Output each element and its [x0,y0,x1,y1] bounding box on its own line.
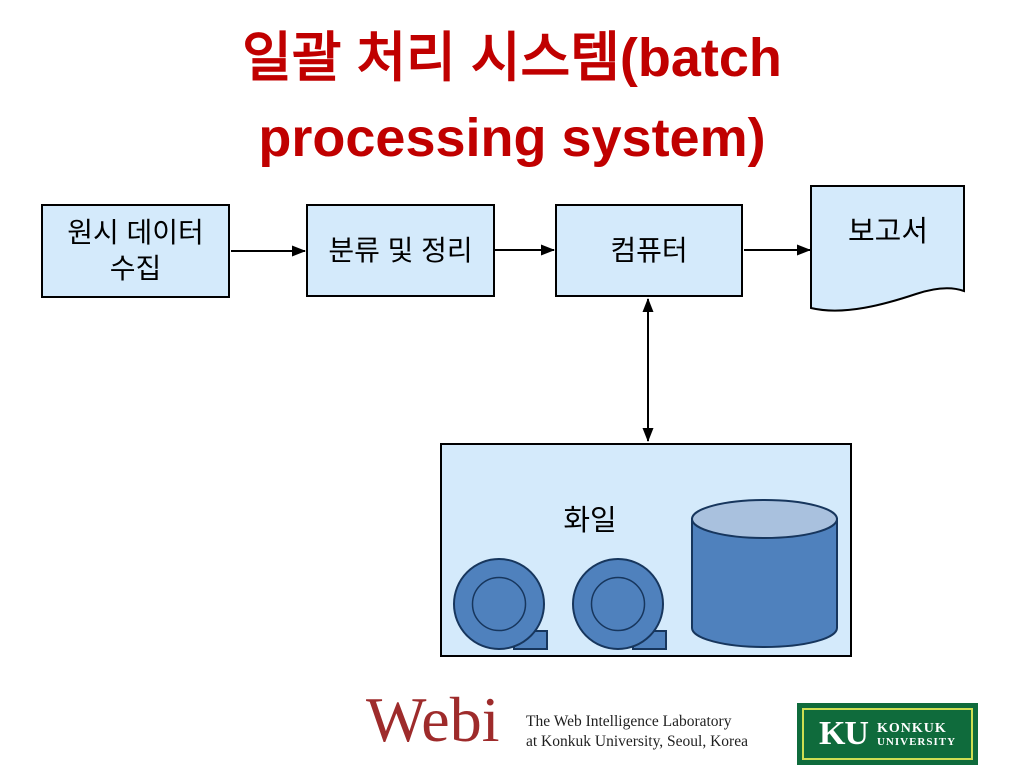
ku-name-line2: UNIVERSITY [876,735,957,748]
lab-name-text: The Web Intelligence Laboratory at Konku… [526,712,748,752]
file-storage-box [440,443,852,657]
slide-title-line2: processing system) [258,108,766,168]
ku-name: KONKUK UNIVERSITY [877,721,956,748]
flow-box-sort-and-organize: 분류 및 정리 [306,204,495,297]
lab-name-line2: at Konkuk University, Seoul, Korea [526,733,748,750]
konkuk-logo-frame: KU KONKUK UNIVERSITY [802,708,973,760]
webi-logo: Webi [366,684,500,755]
flow-box-raw-data-label: 원시 데이터 수집 [67,217,204,284]
lab-name-line1: The Web Intelligence Laboratory [526,713,732,730]
slide-title-line1: 일괄 처리 시스템(batch [242,28,782,88]
ku-name-line1: KONKUK [876,720,947,736]
flow-box-sort-label: 분류 및 정리 [328,234,473,266]
ku-initials: KU [818,715,869,752]
report-document-label: 보고서 [847,216,929,248]
file-storage-label: 화일 [563,505,617,537]
flow-box-raw-data-collection: 원시 데이터 수집 [41,204,230,298]
slide-title: 일괄 처리 시스템(batch processing system) [0,18,1024,178]
flow-box-computer: 컴퓨터 [555,204,743,297]
flow-box-computer-label: 컴퓨터 [610,234,688,266]
konkuk-university-logo: KU KONKUK UNIVERSITY [797,703,978,765]
